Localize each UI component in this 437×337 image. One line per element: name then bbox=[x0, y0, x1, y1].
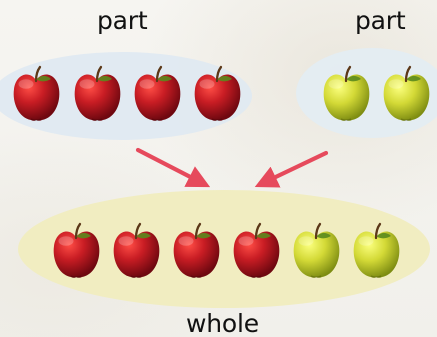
red-apple-icon bbox=[129, 65, 185, 125]
red-apple-icon bbox=[228, 222, 284, 282]
red-apple-icon bbox=[168, 222, 224, 282]
whole-label: whole bbox=[186, 311, 259, 336]
part-label-right: part bbox=[355, 8, 405, 33]
red-apple-icon bbox=[108, 222, 164, 282]
green-apple-icon bbox=[318, 65, 374, 125]
red-apple-icon bbox=[189, 65, 245, 125]
green-apple-icon bbox=[348, 222, 404, 282]
red-apple-icon bbox=[48, 222, 104, 282]
red-apple-icon bbox=[8, 65, 64, 125]
part-label-left: part bbox=[97, 8, 147, 33]
green-apple-icon bbox=[378, 65, 434, 125]
green-apple-icon bbox=[288, 222, 344, 282]
red-apple-icon bbox=[69, 65, 125, 125]
